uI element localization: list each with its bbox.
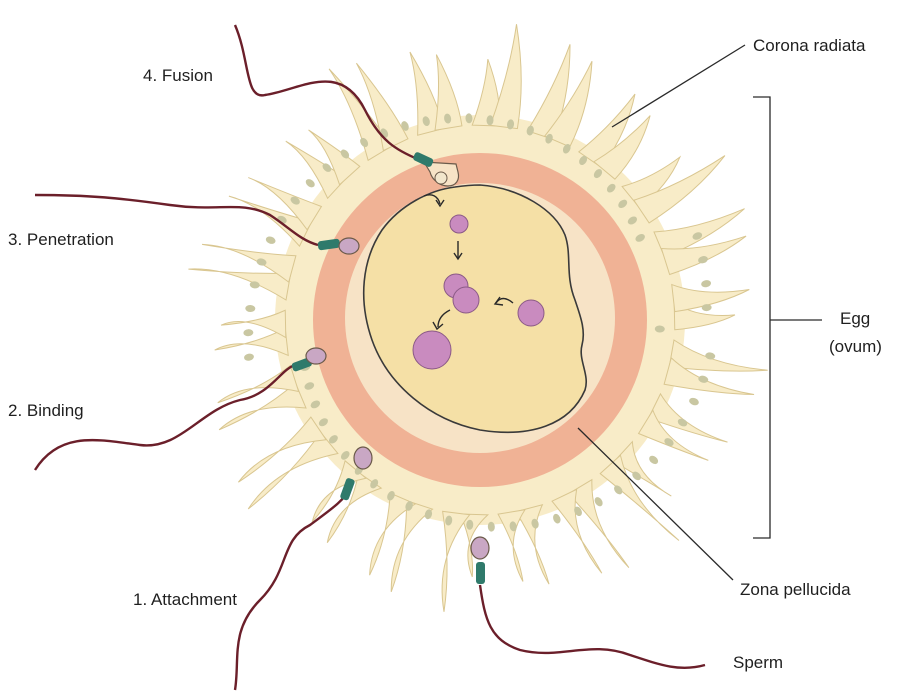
label-ovum: (ovum) <box>829 337 882 357</box>
follicle-cell-nucleus <box>245 305 255 312</box>
label-binding: 2. Binding <box>8 401 84 421</box>
follicle-cell-nucleus <box>304 177 316 189</box>
follicle-cell-nucleus <box>552 513 562 525</box>
sperm-head <box>339 238 359 254</box>
sperm-midpiece <box>476 562 485 584</box>
corona-spike <box>490 24 521 128</box>
female-nucleus <box>518 300 544 326</box>
male-nucleus-small <box>450 215 468 233</box>
label-egg: Egg <box>840 309 870 329</box>
follicle-cell-nucleus <box>701 279 712 288</box>
sperm-head <box>471 537 489 559</box>
sperm-head <box>306 348 326 364</box>
sperm-attachment <box>235 447 372 690</box>
label-corona-radiata: Corona radiata <box>753 36 865 56</box>
corona-spike <box>669 340 767 371</box>
sperm-head-fusing <box>435 172 447 184</box>
label-sperm: Sperm <box>733 653 783 673</box>
corona-spike <box>188 269 290 300</box>
label-penetration: 3. Penetration <box>8 230 114 250</box>
egg-bracket <box>753 97 770 538</box>
follicle-cell-nucleus <box>243 329 253 337</box>
label-attachment: 1. Attachment <box>133 590 237 610</box>
zygote-nucleus <box>413 331 451 369</box>
sperm-tail <box>235 490 348 690</box>
label-fusion: 4. Fusion <box>143 66 213 86</box>
follicle-cell-nucleus <box>265 235 277 245</box>
corona-leader <box>612 45 745 127</box>
sperm-free <box>471 537 705 668</box>
follicle-cell-nucleus <box>243 353 254 362</box>
pronucleus-b <box>453 287 479 313</box>
follicle-cell-nucleus <box>648 454 660 466</box>
sperm-head <box>354 447 372 469</box>
follicle-cell-nucleus <box>688 397 700 407</box>
label-zona-pellucida: Zona pellucida <box>740 580 851 600</box>
sperm-tail <box>480 585 705 668</box>
